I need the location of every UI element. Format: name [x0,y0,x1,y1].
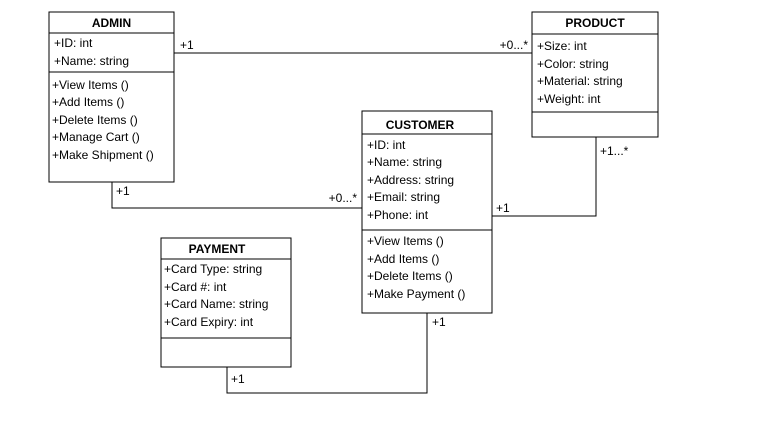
customer-method: +Delete Items () [367,269,453,283]
admin-box [48,11,175,183]
admin-attribute: +Name: string [54,54,129,68]
product-box [531,11,659,138]
mult-admin-customer-admin-end: +1 [116,184,130,198]
customer-method: +Make Payment () [367,287,465,301]
customer-attribute: +Phone: int [367,208,429,222]
product-class-name: PRODUCT [565,16,625,30]
assoc-customer-product [492,137,597,217]
class-product[interactable]: PRODUCT +Size: int +Color: string +Mater… [531,11,659,138]
admin-method: +Manage Cart () [52,130,140,144]
admin-method: +Add Items () [52,95,124,109]
assoc-admin-customer [111,182,362,209]
mult-admin-product-product-end: +0...* [500,38,529,52]
admin-attribute: +ID: int [54,36,93,50]
product-attribute: +Material: string [537,74,623,88]
customer-attribute: +Name: string [367,155,442,169]
customer-method: +Add Items () [367,252,439,266]
mult-customer-payment-payment-end: +1 [231,372,245,386]
customer-method: +View Items () [367,234,444,248]
payment-attribute: +Card Name: string [164,297,268,311]
customer-attribute: +Email: string [367,190,440,204]
mult-customer-product-customer-end: +1 [496,201,510,215]
mult-admin-product-admin-end: +1 [180,38,194,52]
admin-method: +Delete Items () [52,113,138,127]
payment-class-name: PAYMENT [189,242,246,256]
payment-attribute: +Card #: int [164,280,227,294]
product-attribute: +Color: string [537,57,609,71]
class-customer[interactable]: CUSTOMER +ID: int +Name: string +Address… [361,110,493,314]
mult-customer-payment-customer-end: +1 [432,315,446,329]
payment-attribute: +Card Expiry: int [164,315,254,329]
assoc-customer-payment [226,313,428,394]
product-attribute: +Size: int [537,39,587,53]
product-attribute: +Weight: int [537,92,601,106]
customer-class-name: CUSTOMER [386,118,455,132]
customer-attribute: +Address: string [367,173,454,187]
connectors [111,52,597,394]
admin-class-name: ADMIN [92,16,131,30]
payment-attribute: +Card Type: string [164,262,262,276]
customer-box [361,110,493,314]
mult-customer-product-product-end: +1...* [600,144,629,158]
customer-attribute: +ID: int [367,138,406,152]
multiplicities: +1 +0...* +1 +0...* +1 +1...* +1 +1 [116,38,629,386]
mult-admin-customer-customer-end: +0...* [329,191,358,205]
admin-method: +Make Shipment () [52,148,154,162]
class-payment[interactable]: PAYMENT +Card Type: string +Card #: int … [160,237,292,368]
admin-method: +View Items () [52,78,129,92]
class-admin[interactable]: ADMIN +ID: int +Name: string +View Items… [48,11,175,183]
